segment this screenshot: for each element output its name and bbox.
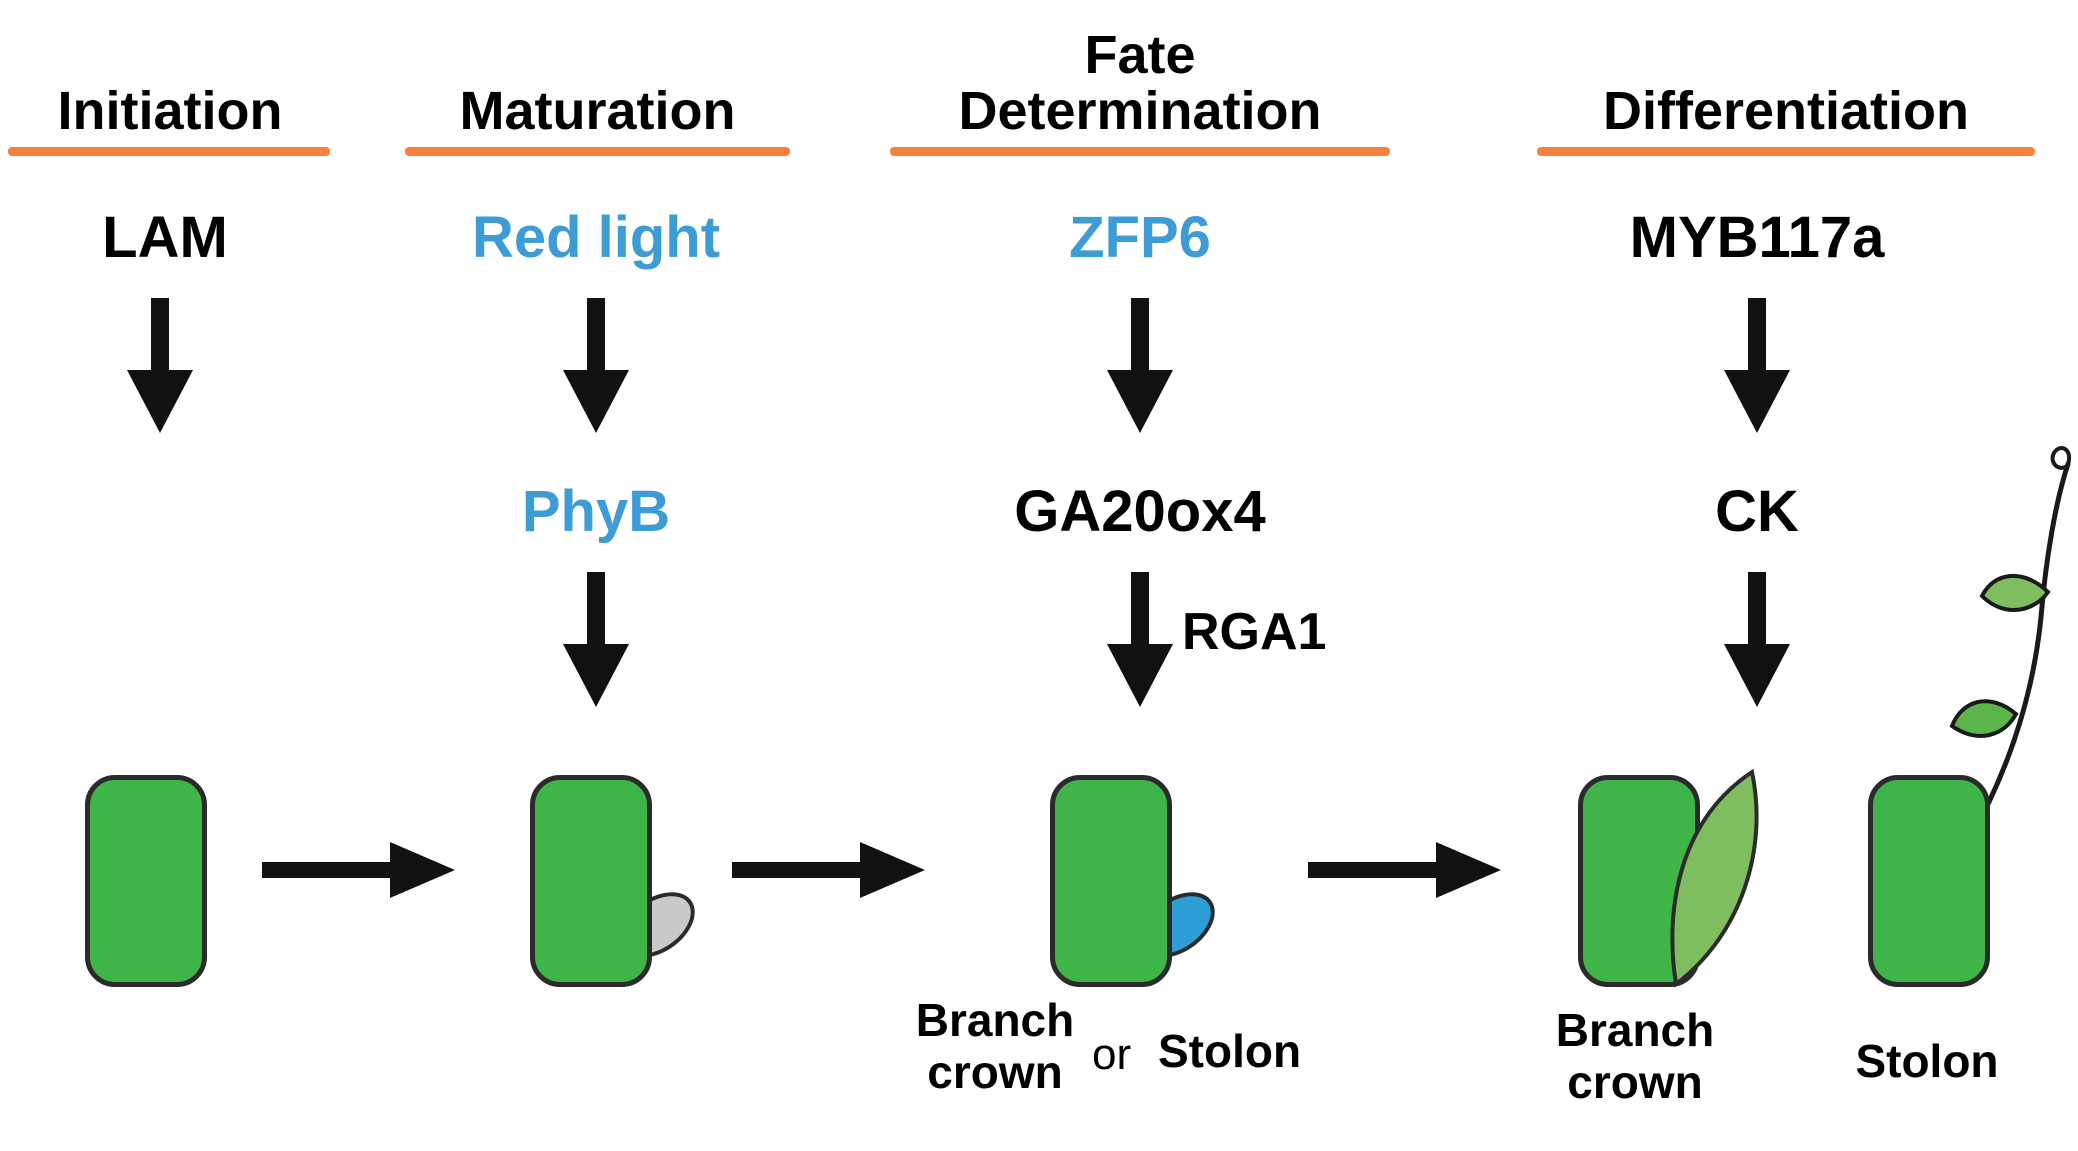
down-arrow-icon: [1107, 572, 1173, 707]
label-rga1: RGA1: [1182, 603, 1327, 661]
stage-underline-differentiation: [1537, 147, 2035, 156]
stage-underline-maturation: [405, 147, 790, 156]
bud-fate: [1050, 775, 1172, 987]
down-arrow-icon: [563, 572, 629, 707]
factor-phyb: PhyB: [521, 479, 671, 544]
bud-maturation: [530, 775, 652, 987]
factor-myb117a: MYB117a: [1629, 205, 1885, 270]
down-arrow-icon: [127, 298, 193, 433]
down-arrow-icon: [1724, 298, 1790, 433]
factor-lam: LAM: [102, 205, 228, 270]
right-arrow-icon: [262, 842, 455, 898]
label-diff-stolon: Stolon: [1855, 1035, 1999, 1087]
stage-title-differentiation: Differentiation: [1602, 81, 1969, 142]
label-fate-branch-crown: Branch crown: [915, 994, 1075, 1098]
stage-title-initiation: Initiation: [57, 81, 283, 142]
label-fate-stolon: Stolon: [1158, 1025, 1302, 1077]
stage-underline-fate-determination: [890, 147, 1390, 156]
factor-zfp6: ZFP6: [1069, 205, 1211, 270]
bud-initiation: [85, 775, 207, 987]
bud-stolon: [1868, 775, 1990, 987]
factor-ga20ox4: GA20ox4: [1014, 479, 1266, 544]
down-arrow-icon: [563, 298, 629, 433]
factor-ck: CK: [1715, 479, 1799, 544]
label-or: or: [1092, 1030, 1132, 1079]
down-arrow-icon: [1107, 298, 1173, 433]
factor-red-light: Red light: [471, 205, 721, 270]
stage-title-maturation: Maturation: [459, 81, 736, 142]
label-diff-branch-crown: Branch crown: [1555, 1004, 1715, 1108]
stage-title-fate-determination: Fate Determination: [958, 24, 1322, 142]
right-arrow-icon: [732, 842, 925, 898]
young-leaf-icon: [1670, 768, 1759, 988]
down-arrow-icon: [1724, 572, 1790, 707]
right-arrow-icon: [1308, 842, 1501, 898]
stolon-shoot-icon: [1949, 446, 2072, 845]
stage-underline-initiation: [8, 147, 330, 156]
